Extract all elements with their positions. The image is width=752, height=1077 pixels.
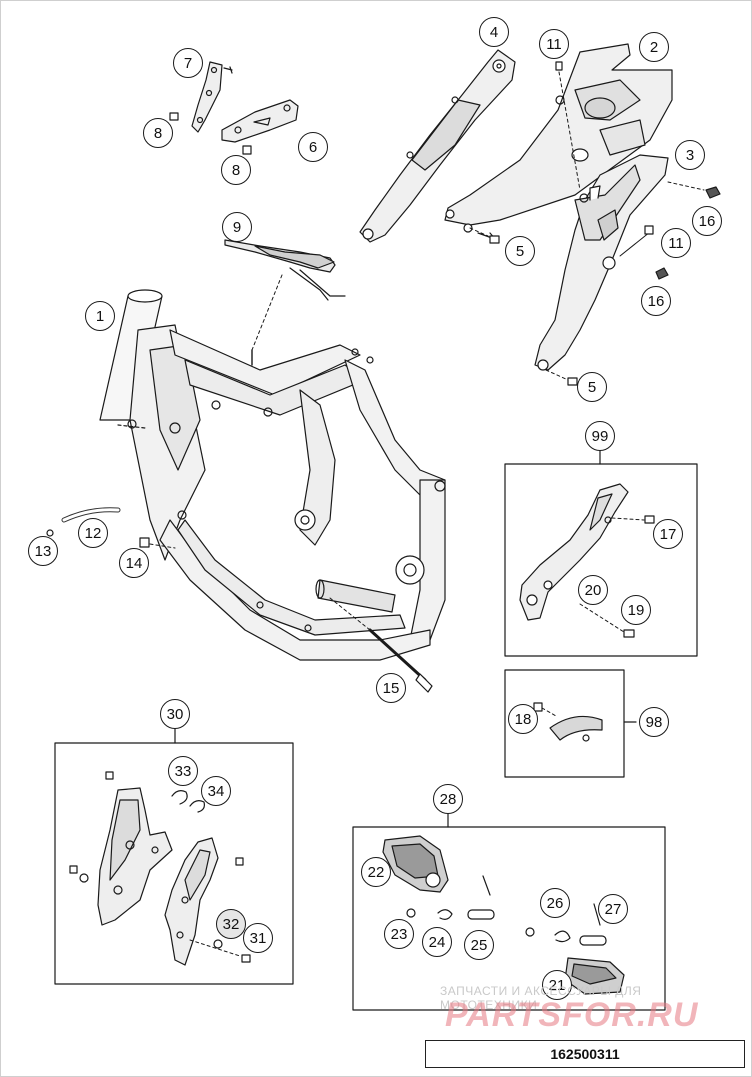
callout-9[interactable]: 9 — [222, 212, 252, 242]
chain-guide-20-drawing — [519, 483, 629, 621]
callout-24[interactable]: 24 — [422, 927, 452, 957]
callout-33[interactable]: 33 — [168, 756, 198, 786]
callout-14[interactable]: 14 — [119, 548, 149, 578]
frame-protector-left-drawing — [97, 787, 173, 926]
callout-22[interactable]: 22 — [361, 857, 391, 887]
callout-25[interactable]: 25 — [464, 930, 494, 960]
callout-28[interactable]: 28 — [433, 784, 463, 814]
callout-8-bottom[interactable]: 8 — [221, 155, 251, 185]
callout-15[interactable]: 15 — [376, 673, 406, 703]
box-30 — [54, 742, 294, 985]
callout-3[interactable]: 3 — [675, 140, 705, 170]
callout-6[interactable]: 6 — [298, 132, 328, 162]
box-99 — [504, 463, 698, 657]
callout-21[interactable]: 21 — [542, 970, 572, 1000]
bracket-7-drawing — [191, 61, 233, 133]
callout-13[interactable]: 13 — [28, 536, 58, 566]
callout-99[interactable]: 99 — [585, 421, 615, 451]
callout-12[interactable]: 12 — [78, 518, 108, 548]
footpeg-22-drawing — [382, 835, 449, 893]
callout-7[interactable]: 7 — [173, 48, 203, 78]
callout-23[interactable]: 23 — [384, 919, 414, 949]
callout-5-bottom[interactable]: 5 — [577, 372, 607, 402]
box-98 — [504, 669, 625, 778]
callout-34[interactable]: 34 — [201, 776, 231, 806]
callout-17[interactable]: 17 — [653, 519, 683, 549]
watermark-logo: PARTSFOR.RU — [445, 996, 699, 1034]
subframe-rail-4-drawing — [359, 49, 516, 243]
callout-11-top[interactable]: 11 — [539, 29, 569, 59]
callout-30[interactable]: 30 — [160, 699, 190, 729]
frame-protector-right-drawing — [164, 837, 219, 966]
callout-4[interactable]: 4 — [479, 17, 509, 47]
callout-31[interactable]: 31 — [243, 923, 273, 953]
document-number: 162500311 — [425, 1040, 745, 1068]
callout-8-top[interactable]: 8 — [143, 118, 173, 148]
callout-98[interactable]: 98 — [639, 707, 669, 737]
watermark-tagline: ЗАПЧАСТИ И АКСЕССУАРЫ ДЛЯ МОТОТЕХНИКИ — [440, 984, 642, 1012]
subframe-2-drawing — [444, 43, 673, 233]
main-frame-drawing — [99, 289, 446, 661]
callout-11-right[interactable]: 11 — [661, 228, 691, 258]
callout-5-top[interactable]: 5 — [505, 236, 535, 266]
callout-27[interactable]: 27 — [598, 894, 628, 924]
box-28 — [352, 826, 666, 1011]
callout-19[interactable]: 19 — [621, 595, 651, 625]
callout-20[interactable]: 20 — [578, 575, 608, 605]
callout-1[interactable]: 1 — [85, 301, 115, 331]
callout-2[interactable]: 2 — [639, 32, 669, 62]
bracket-9-drawing — [224, 239, 346, 301]
callout-32[interactable]: 32 — [216, 909, 246, 939]
bracket-6-drawing — [221, 99, 299, 143]
callout-18[interactable]: 18 — [508, 704, 538, 734]
callout-16-top[interactable]: 16 — [692, 206, 722, 236]
callout-16-bottom[interactable]: 16 — [641, 286, 671, 316]
callout-26[interactable]: 26 — [540, 888, 570, 918]
subframe-rail-3-drawing — [534, 154, 669, 371]
footpeg-21-drawing — [564, 957, 625, 995]
